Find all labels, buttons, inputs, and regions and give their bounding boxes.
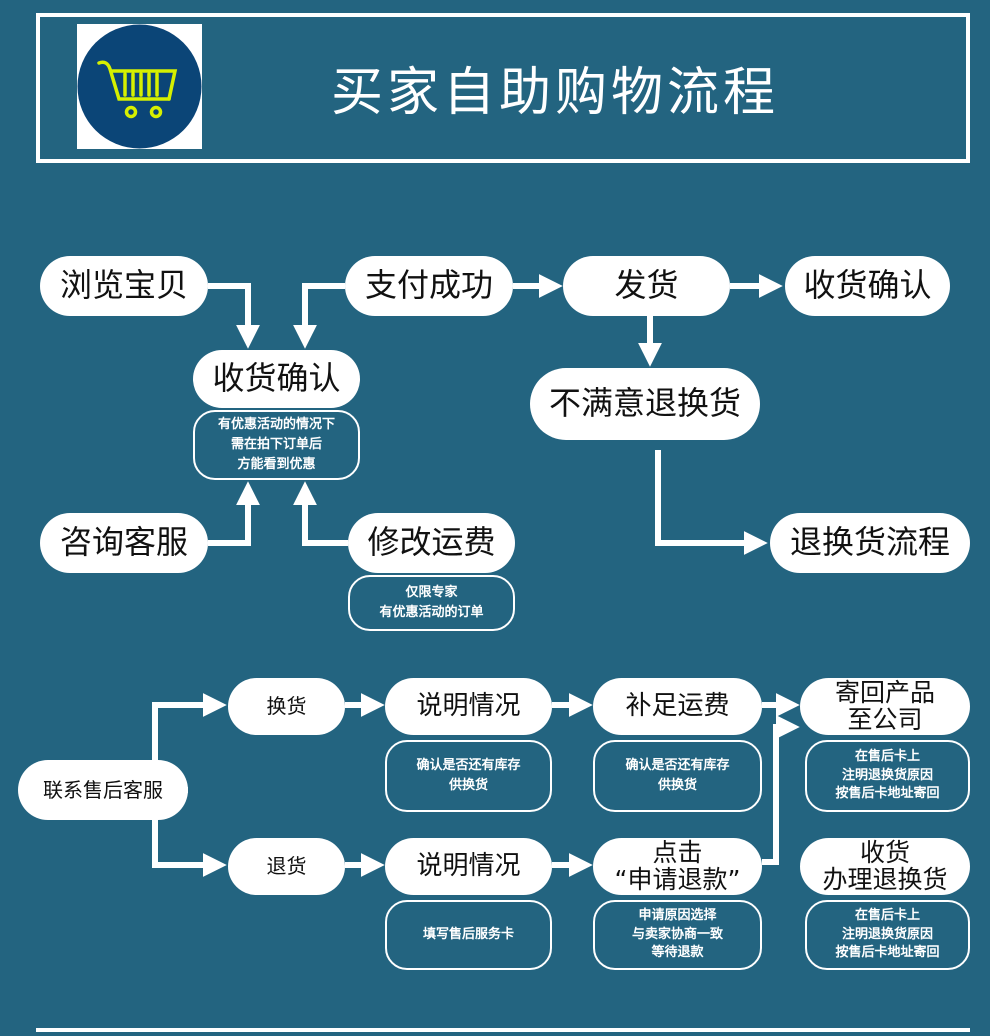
shopping-cart-icon (77, 24, 202, 149)
header-frame (36, 13, 970, 163)
pill-line: 寄回产品 (834, 678, 935, 708)
step-consult: 咨询客服 (40, 513, 208, 573)
arrow-apply-sendback (762, 715, 800, 865)
note-line: 按售后卡地址寄回 (835, 786, 940, 802)
note-apply-refund: 申请原因选择与卖家协商一致等待退款 (593, 900, 762, 970)
note-line: 按售后卡地址寄回 (835, 945, 940, 961)
note-line: 与卖家协商一致 (631, 926, 723, 942)
pill-line: 办理退换货 (822, 864, 948, 894)
note-line: 仅限专家 (405, 584, 458, 600)
step-confirm-receipt: 收货确认 (785, 256, 950, 316)
step-send-back: 寄回产品至公司 (800, 678, 970, 735)
step-return-flow: 退换货流程 (770, 513, 970, 573)
note-explain-exchange: 确认是否还有库存供换货 (385, 740, 552, 812)
step-unsatisfied: 不满意退换货 (530, 368, 760, 440)
note-pay-fee: 确认是否还有库存供换货 (593, 740, 762, 812)
note-send-back: 在售后卡上注明退换货原因按售后卡地址寄回 (805, 740, 970, 812)
step-explain-refund: 说明情况 (385, 838, 552, 895)
note-line: 方能看到优惠 (237, 457, 316, 473)
pill-line: “申请退款” (614, 864, 741, 894)
note-line: 注明退换货原因 (841, 926, 933, 942)
footer-divider (36, 1028, 970, 1032)
step-refund: 退货 (228, 838, 345, 895)
note-line: 供换货 (448, 778, 488, 793)
step-apply-refund: 点击“申请退款” (593, 838, 762, 895)
note-line: 填写售后服务卡 (422, 926, 514, 942)
step-confirm-order: 收货确认 (193, 350, 360, 408)
step-receive-process: 收货办理退换货 (800, 838, 970, 895)
page-title: 买家自助购物流程 (330, 63, 779, 123)
arrow-browse-confirm (208, 283, 260, 349)
arrow-unsatisfied-return (655, 450, 768, 555)
step-exchange: 换货 (228, 678, 345, 735)
arrow-consult-confirm (208, 481, 260, 546)
step-explain-exchange: 说明情况 (385, 678, 552, 735)
note-receive-process: 在售后卡上注明退换货原因按售后卡地址寄回 (805, 900, 970, 970)
step-pay-fee: 补足运费 (593, 678, 762, 735)
step-modify-fee: 修改运费 (348, 513, 515, 573)
note-line: 需在拍下订单后 (230, 436, 322, 452)
step-browse: 浏览宝贝 (40, 256, 208, 316)
arrow-pay-confirm (293, 283, 345, 349)
note-line: 有优惠活动的订单 (379, 605, 484, 620)
note-line: 确认是否还有库存 (625, 757, 730, 773)
note-line: 注明退换货原因 (841, 767, 933, 783)
note-line: 在售后卡上 (854, 907, 920, 923)
note-line: 供换货 (657, 778, 697, 793)
note-confirm: 有优惠活动的情况下需在拍下订单后方能看到优惠 (193, 410, 360, 480)
note-explain-refund: 填写售后服务卡 (385, 900, 552, 970)
pill-line: 收货 (859, 838, 910, 868)
step-ship: 发货 (563, 256, 730, 316)
note-line: 等待退款 (651, 945, 704, 961)
note-line: 有优惠活动的情况下 (217, 416, 335, 432)
step-pay: 支付成功 (345, 256, 513, 316)
step-contact-service: 联系售后客服 (18, 760, 188, 820)
note-line: 在售后卡上 (854, 748, 920, 764)
arrow-modify-confirm (293, 481, 348, 546)
pill-line: 至公司 (847, 704, 923, 734)
note-line: 申请原因选择 (638, 907, 717, 923)
pill-line: 点击 (652, 838, 703, 868)
cart-logo (77, 24, 202, 149)
note-modify-fee: 仅限专家有优惠活动的订单 (348, 575, 515, 631)
note-line: 确认是否还有库存 (416, 757, 521, 773)
